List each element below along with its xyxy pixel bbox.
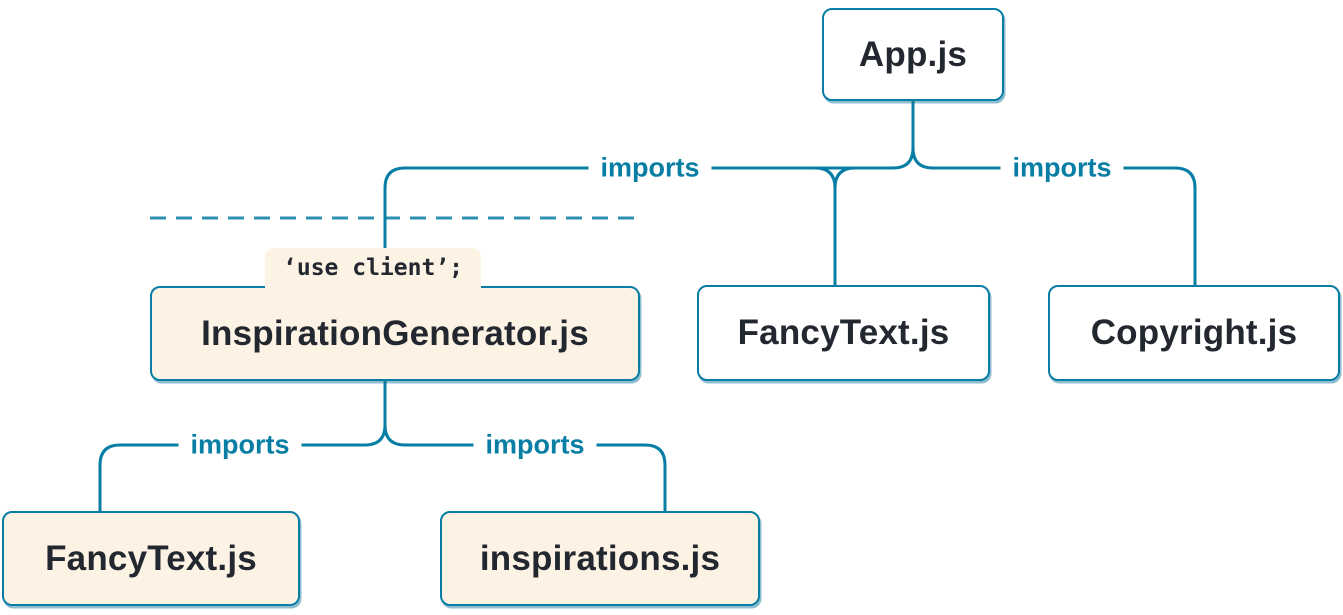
- node-fancy-text-js-bottom: FancyText.js: [2, 511, 300, 606]
- node-app-js-label: App.js: [858, 34, 968, 74]
- node-inspirations-js-label: inspirations.js: [479, 538, 721, 578]
- node-inspiration-generator-js: InspirationGenerator.js: [150, 286, 640, 381]
- edge-app-to-copyright: [911, 98, 1197, 290]
- node-inspiration-generator-js-label: InspirationGenerator.js: [201, 313, 589, 353]
- node-inspirations-js: inspirations.js: [440, 511, 760, 606]
- edge-label-imports-inspiration-generator-fancy-text: imports: [178, 428, 302, 462]
- node-copyright-js: Copyright.js: [1048, 285, 1340, 381]
- edge-label-imports-app-copyright: imports: [1000, 151, 1124, 185]
- node-fancy-text-js-top: FancyText.js: [697, 285, 990, 381]
- node-fancy-text-js-bottom-label: FancyText.js: [45, 538, 257, 578]
- use-client-directive-badge: ‘use client’;: [265, 248, 482, 288]
- edge-label-imports-app-inspiration-generator: imports: [588, 151, 712, 185]
- node-app-js: App.js: [822, 8, 1004, 101]
- node-fancy-text-js-top-label: FancyText.js: [737, 313, 950, 352]
- edge-label-imports-inspiration-generator-inspirations: imports: [473, 428, 597, 462]
- node-copyright-js-label: Copyright.js: [1090, 313, 1298, 352]
- edge-app-to-fancy-text: [814, 166, 856, 290]
